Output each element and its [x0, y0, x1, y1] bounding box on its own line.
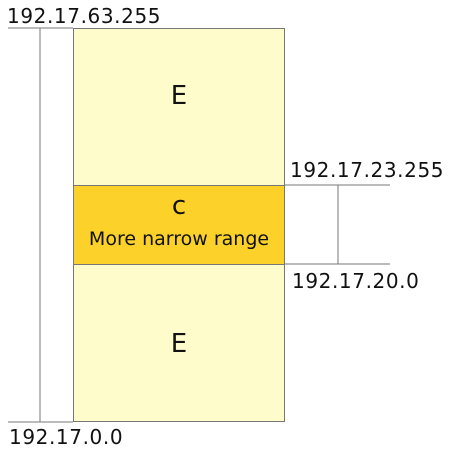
narrow-zone-caption: More narrow range: [88, 228, 270, 250]
outer-low-address: 192.17.0.0: [9, 425, 124, 449]
outer-range-upper-block: E: [73, 28, 285, 186]
outer-lower-zone-label: E: [170, 329, 188, 359]
narrow-high-address: 192.17.23.255: [290, 158, 445, 182]
narrow-range-block: c More narrow range: [73, 185, 285, 265]
narrow-low-address: 192.17.20.0: [292, 269, 420, 293]
outer-high-address: 192.17.63.255: [7, 4, 162, 28]
outer-range-lower-block: E: [73, 264, 285, 422]
outer-upper-zone-label: E: [170, 81, 188, 111]
narrow-zone-label: c: [171, 191, 187, 221]
